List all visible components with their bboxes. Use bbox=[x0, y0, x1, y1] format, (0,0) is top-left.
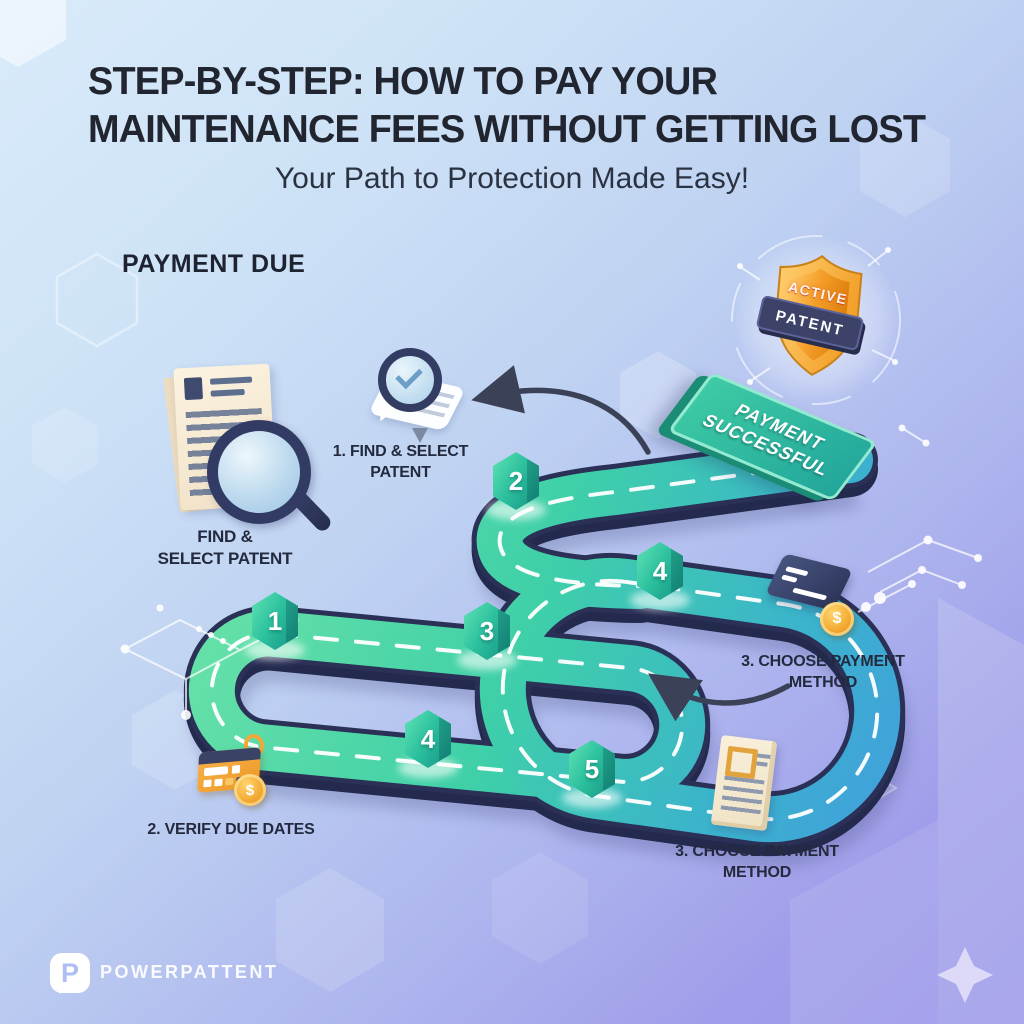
marker-side-face bbox=[498, 608, 510, 654]
title-line-1: STEP-BY-STEP: HOW TO PAY YOUR bbox=[88, 60, 718, 103]
magnifier-lens bbox=[207, 420, 311, 524]
marker-hexagon bbox=[637, 542, 683, 600]
subtitle: Your Path to Protection Made Easy! bbox=[274, 162, 750, 195]
route-marker-4-mid: 4 bbox=[637, 542, 683, 600]
marker-number: 4 bbox=[652, 555, 668, 586]
route-marker-4-bottom: 4 bbox=[405, 710, 451, 768]
dollar-symbol: $ bbox=[245, 781, 255, 799]
marker-side-face bbox=[286, 598, 298, 644]
marker-number: 5 bbox=[584, 753, 600, 784]
gold-square-mark bbox=[724, 745, 759, 780]
marker-number: 2 bbox=[508, 465, 524, 496]
marker-hexagon bbox=[464, 602, 510, 660]
payment-due-label: PAYMENT DUE bbox=[122, 250, 306, 278]
circuit-dots-left bbox=[120, 604, 299, 720]
marker-number: 4 bbox=[420, 723, 436, 754]
route-marker-3: 3 bbox=[464, 602, 510, 660]
calendar-coin-icon: $ bbox=[196, 732, 281, 819]
paper-header-line bbox=[209, 376, 253, 385]
marker-hexagon bbox=[252, 592, 298, 650]
marker-hexagon bbox=[493, 452, 539, 510]
marker-number: 1 bbox=[267, 605, 283, 636]
calendar-cell bbox=[203, 766, 229, 777]
patent-label: PATENT bbox=[774, 306, 846, 340]
card-stripe bbox=[785, 566, 809, 577]
dollar-symbol: $ bbox=[832, 610, 842, 627]
calendar-cell bbox=[231, 765, 241, 774]
calendar-cell bbox=[214, 778, 223, 787]
step3-line-2: METHOD bbox=[722, 863, 792, 881]
calendar-header bbox=[198, 747, 261, 765]
marker-glows bbox=[245, 500, 690, 808]
document-magnifier-icon bbox=[163, 362, 334, 542]
calendar-cell bbox=[225, 777, 234, 786]
pointer-pin bbox=[412, 428, 428, 443]
marker-number: 3 bbox=[479, 615, 495, 646]
marker-side-face bbox=[671, 548, 683, 594]
paper-header-line bbox=[210, 388, 245, 397]
route-marker-5: 5 bbox=[569, 740, 615, 798]
logo-letter: P bbox=[60, 957, 79, 988]
arrow-to-road-step3 bbox=[647, 673, 791, 722]
marker-side-face bbox=[439, 716, 451, 762]
find-select-caption: FIND & SELECT PATENT bbox=[140, 526, 310, 570]
marker-hexagon bbox=[405, 710, 451, 768]
step1-line-1: 1. FIND & SELECT bbox=[332, 443, 469, 460]
step3-right-label: 3. CHOOSE PAYMENT METHOD bbox=[728, 652, 918, 694]
search-check-icon bbox=[360, 348, 470, 448]
dollar-coin-icon: $ bbox=[820, 602, 854, 636]
dollar-coin-icon: $ bbox=[234, 774, 266, 806]
step2-label: 2. VERIFY DUE DATES bbox=[147, 821, 315, 838]
paper-header-line bbox=[757, 753, 771, 760]
marker-side-face bbox=[603, 746, 615, 792]
step3-bottom-label: 3. CHOOSE PAYMENT METHOD bbox=[662, 842, 852, 884]
paper-header-line bbox=[756, 761, 768, 767]
payment-document-icon bbox=[710, 734, 790, 839]
title-line-2: MAINTENANCE FEES WITHOUT GETTING LOST bbox=[88, 107, 926, 151]
powerpattent-logo-icon: P bbox=[50, 953, 90, 993]
caption-line-2: SELECT PATENT bbox=[157, 549, 293, 569]
check-icon bbox=[395, 361, 423, 390]
credit-card-icon: $ bbox=[765, 552, 867, 647]
step3-line-1: 3. CHOOSE PAYMENT bbox=[675, 843, 839, 860]
step1-line-2: PATENT bbox=[370, 463, 431, 481]
magnifier-lens bbox=[378, 348, 442, 412]
step3-line-1: 3. CHOOSE PAYMENT bbox=[741, 653, 905, 670]
route-marker-2: 2 bbox=[493, 452, 539, 510]
marker-side-face bbox=[527, 458, 539, 504]
step1-label: 1. FIND & SELECT PATENT bbox=[318, 442, 483, 484]
card-stripe bbox=[781, 574, 798, 583]
arrow-to-step1-icon bbox=[471, 365, 651, 455]
paper-sheet bbox=[710, 734, 778, 832]
marker-hexagon bbox=[569, 740, 615, 798]
calendar-cell bbox=[203, 779, 212, 788]
page-title: STEP-BY-STEP: HOW TO PAY YOUR MAINTENANC… bbox=[88, 58, 980, 153]
paper-text-lines bbox=[719, 775, 765, 821]
caption-line-1: FIND & bbox=[197, 527, 253, 546]
card-stripe bbox=[792, 587, 828, 601]
brand-name: POWERPATTENT bbox=[100, 962, 279, 982]
step3-line-2: METHOD bbox=[788, 673, 858, 691]
route-marker-1: 1 bbox=[252, 592, 298, 650]
sparkle-icon bbox=[937, 947, 993, 1003]
circuit-dots-right bbox=[861, 424, 982, 612]
paper-stamp bbox=[183, 377, 203, 401]
